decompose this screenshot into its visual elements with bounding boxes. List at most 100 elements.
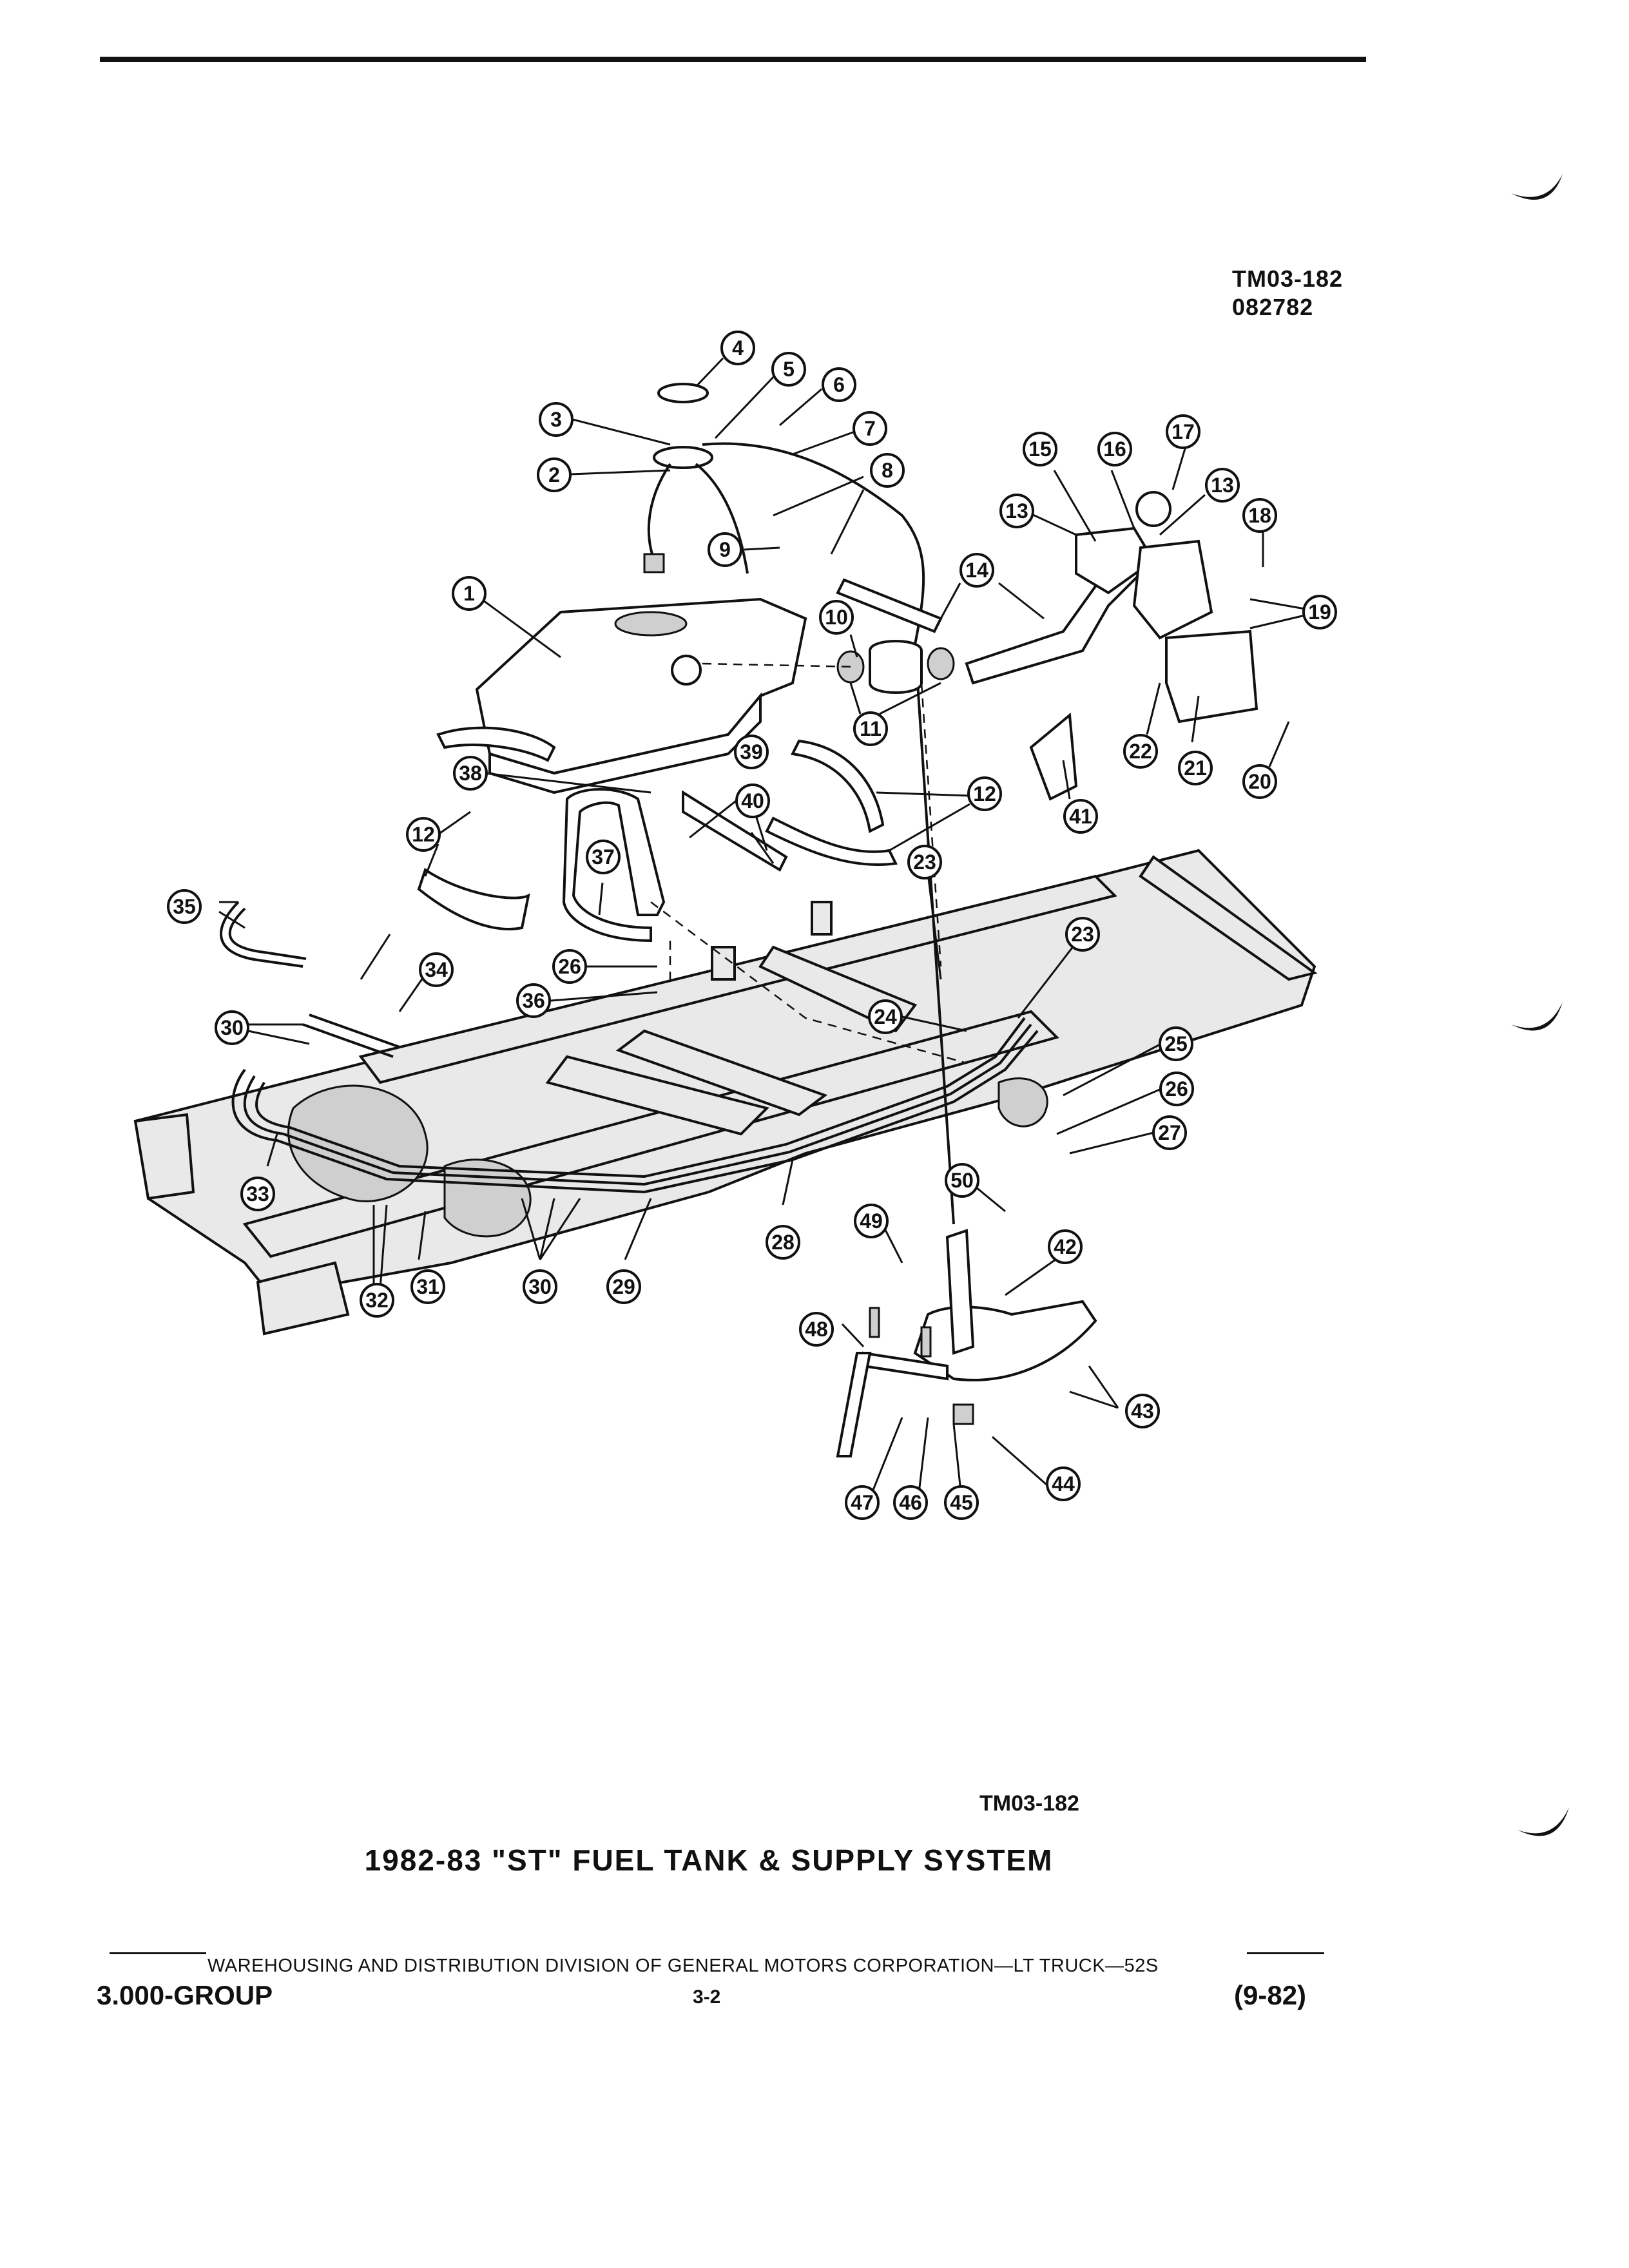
callout-36: 36 (516, 983, 551, 1018)
callout-3: 3 (539, 402, 574, 437)
svg-text:44: 44 (1052, 1472, 1075, 1495)
footer-rule-right (1247, 1952, 1324, 1954)
svg-text:37: 37 (592, 845, 615, 869)
callout-37: 37 (586, 840, 621, 874)
svg-text:41: 41 (1069, 805, 1092, 828)
svg-text:29: 29 (612, 1275, 635, 1298)
callout-26b: 26 (552, 949, 587, 984)
callout-31: 31 (410, 1269, 445, 1304)
fuel-tank (475, 597, 807, 794)
callout-48: 48 (799, 1312, 834, 1347)
sending-unit (643, 383, 955, 1225)
callout-19: 19 (1302, 595, 1337, 629)
svg-text:13: 13 (1005, 499, 1028, 523)
svg-text:10: 10 (825, 606, 848, 629)
callout-13b: 13 (1205, 468, 1240, 503)
callout-30b: 30 (215, 1010, 249, 1045)
callout-8: 8 (870, 453, 905, 488)
svg-text:2: 2 (548, 463, 560, 486)
skid-plate-assembly (836, 1229, 1097, 1457)
callout-27: 27 (1152, 1115, 1187, 1150)
callout-6: 6 (822, 367, 856, 402)
figure-ref-date: 082782 (1232, 294, 1314, 320)
callout-14: 14 (959, 553, 994, 588)
callout-1: 1 (452, 576, 487, 611)
callout-13a: 13 (999, 494, 1034, 528)
callout-23b: 23 (1065, 917, 1100, 952)
svg-text:36: 36 (522, 989, 545, 1012)
callout-5: 5 (771, 352, 806, 387)
figure-code: TM03-182 (979, 1791, 1079, 1816)
callout-34: 34 (419, 952, 454, 987)
figure-caption: 1982-83 "ST" FUEL TANK & SUPPLY SYSTEM (364, 1843, 1054, 1877)
callout-7: 7 (853, 411, 887, 446)
svg-text:9: 9 (719, 538, 731, 561)
svg-text:47: 47 (851, 1491, 874, 1514)
svg-text:24: 24 (874, 1005, 897, 1028)
callout-12b: 12 (406, 817, 441, 852)
callout-28: 28 (766, 1225, 800, 1260)
callout-47: 47 (845, 1485, 880, 1520)
svg-text:17: 17 (1171, 420, 1195, 443)
svg-text:34: 34 (425, 958, 448, 981)
callout-24: 24 (868, 999, 903, 1034)
callout-17: 17 (1166, 414, 1200, 449)
svg-text:46: 46 (899, 1491, 922, 1514)
footer-rule-left (110, 1952, 206, 1954)
callout-2: 2 (537, 457, 572, 492)
svg-text:12: 12 (973, 782, 996, 805)
svg-text:31: 31 (416, 1275, 439, 1298)
filler-neck-assembly (836, 491, 1258, 801)
callout-4: 4 (720, 331, 755, 365)
svg-text:35: 35 (173, 895, 196, 918)
chassis-frame (133, 849, 1318, 1336)
svg-text:33: 33 (246, 1182, 269, 1206)
svg-text:28: 28 (771, 1231, 795, 1254)
svg-text:38: 38 (459, 762, 482, 785)
callout-39: 39 (734, 735, 769, 769)
svg-text:11: 11 (860, 717, 882, 740)
callout-26a: 26 (1159, 1072, 1194, 1106)
leader-lines (218, 357, 1306, 1499)
callout-43: 43 (1125, 1394, 1160, 1428)
callout-44: 44 (1046, 1466, 1081, 1501)
svg-text:14: 14 (965, 559, 988, 582)
callout-35: 35 (167, 889, 202, 924)
callout-12a: 12 (967, 776, 1002, 811)
svg-text:18: 18 (1248, 504, 1271, 527)
svg-text:40: 40 (741, 789, 764, 812)
fuel-lines (220, 901, 1039, 1194)
svg-text:25: 25 (1164, 1032, 1188, 1055)
binder-mark (1518, 1807, 1569, 1836)
svg-text:43: 43 (1131, 1399, 1154, 1423)
svg-text:27: 27 (1158, 1121, 1181, 1144)
svg-text:22: 22 (1129, 740, 1152, 763)
footer-date: (9-82) (1234, 1980, 1307, 2010)
callout-22: 22 (1123, 734, 1158, 769)
svg-text:19: 19 (1308, 601, 1331, 624)
svg-text:30: 30 (528, 1275, 552, 1298)
callout-21: 21 (1178, 751, 1213, 785)
svg-text:39: 39 (740, 740, 763, 764)
svg-text:21: 21 (1184, 756, 1207, 780)
callout-42: 42 (1048, 1229, 1083, 1264)
svg-text:15: 15 (1028, 437, 1052, 461)
footer-group: 3.000-GROUP (97, 1980, 273, 2010)
svg-text:5: 5 (783, 358, 795, 381)
svg-text:20: 20 (1248, 770, 1271, 793)
svg-text:23: 23 (1071, 923, 1094, 946)
callout-41: 41 (1063, 799, 1098, 834)
svg-text:12: 12 (412, 823, 435, 846)
callout-11: 11 (853, 711, 888, 746)
tank-straps (417, 726, 898, 943)
svg-text:13: 13 (1211, 474, 1234, 497)
callout-38: 38 (453, 756, 488, 791)
callout-49: 49 (854, 1204, 889, 1238)
svg-text:50: 50 (950, 1169, 974, 1192)
footer-division-line: WAREHOUSING AND DISTRIBUTION DIVISION OF… (207, 1956, 1159, 1976)
callout-15: 15 (1023, 432, 1057, 466)
callout-30a: 30 (523, 1269, 557, 1304)
svg-text:23: 23 (913, 850, 936, 874)
svg-text:3: 3 (550, 408, 562, 431)
